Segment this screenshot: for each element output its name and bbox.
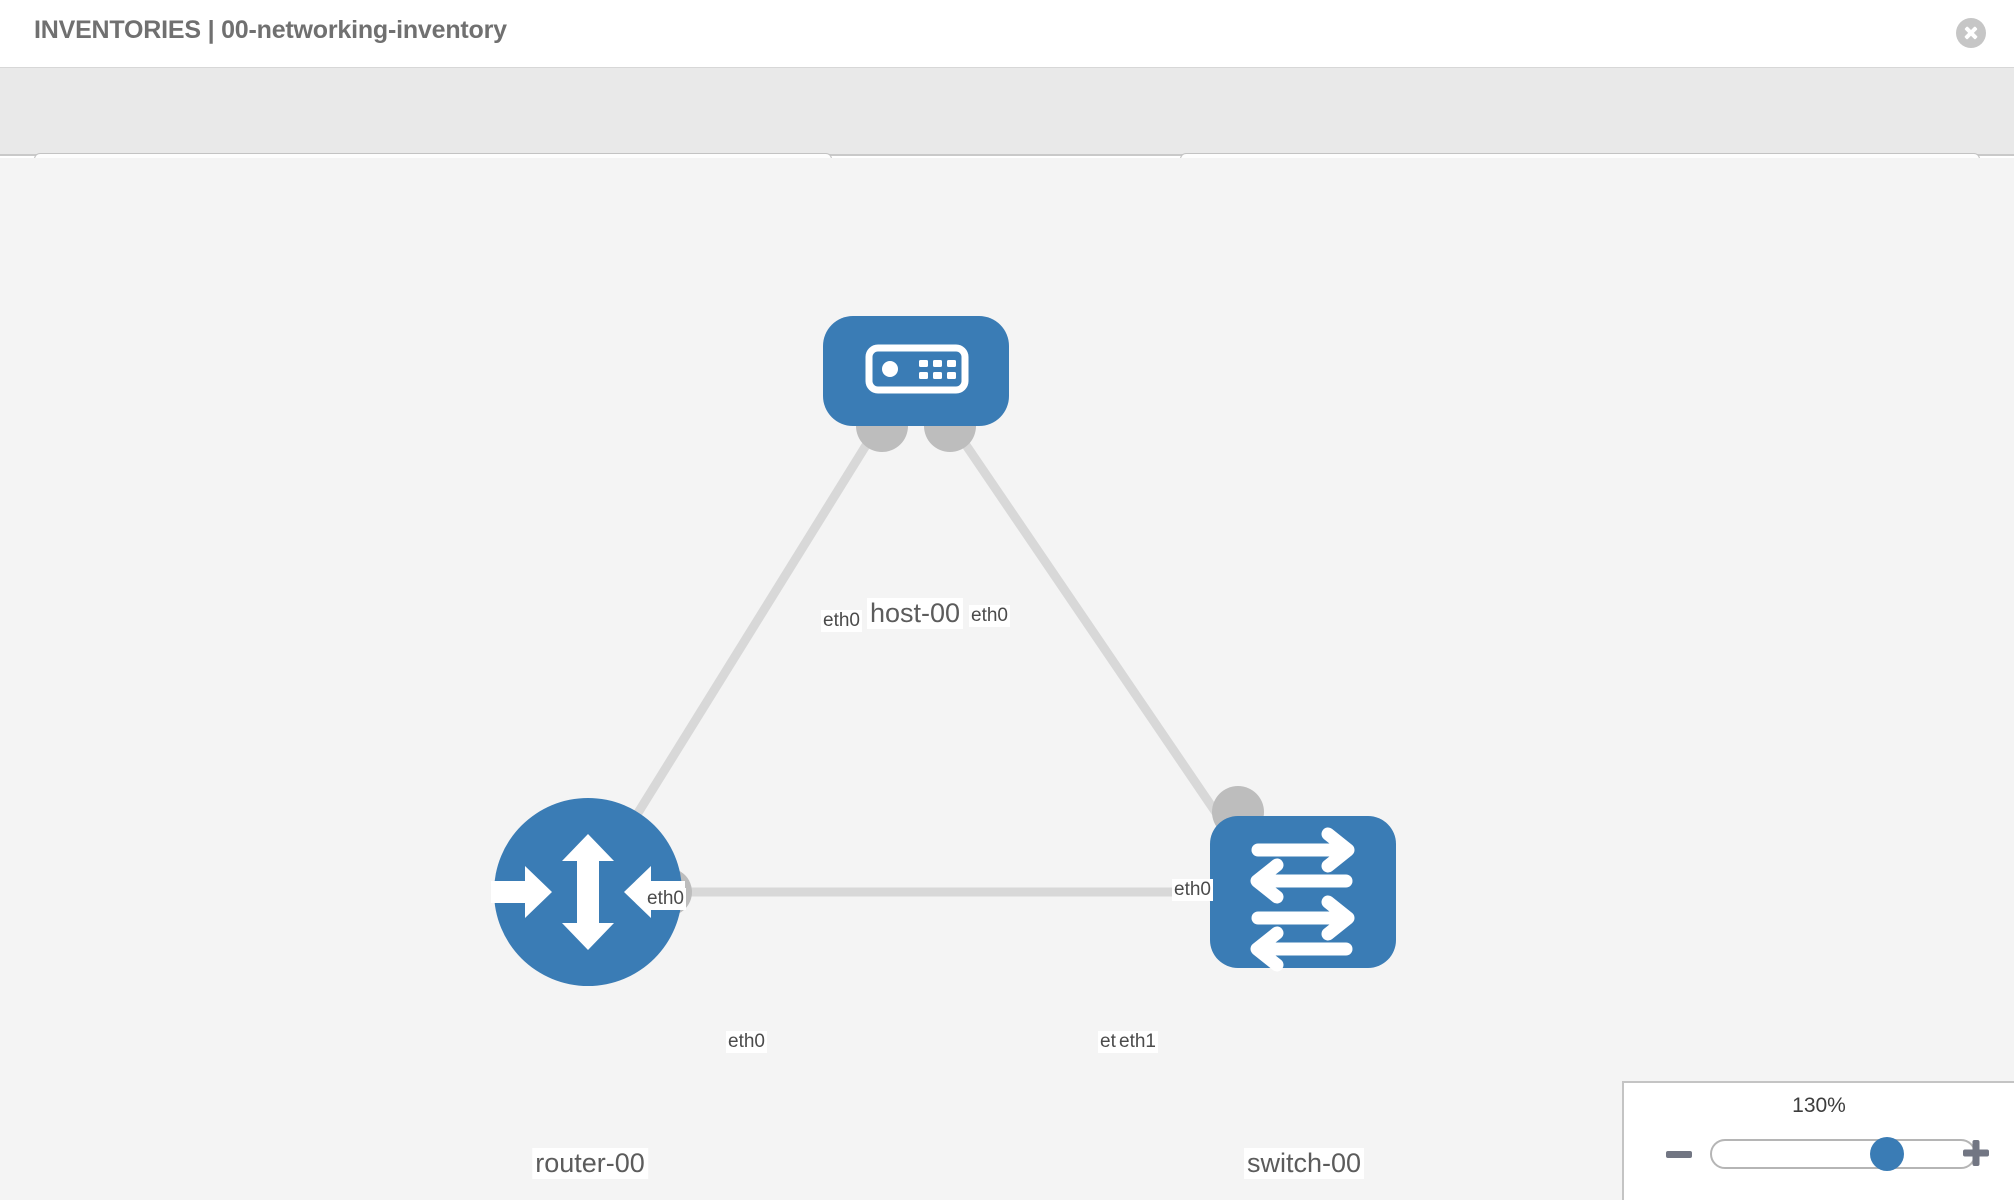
edge-label: eth0 [645,888,686,910]
edge-label: eth0 [821,610,862,632]
topology-canvas[interactable]: host-00 router-00 switch-00 eth0 eth0 et… [0,158,2014,1200]
zoom-control-panel: 130% [1622,1081,2014,1200]
node-label-switch-00: switch-00 [1243,1148,1365,1179]
edge-label: eth0 [969,605,1010,627]
page-title: INVENTORIES | 00-networking-inventory [34,16,507,44]
node-label-host-00: host-00 [866,598,964,629]
topology-graph [491,316,1396,986]
node-switch-00 [1210,816,1396,972]
link-host-router [606,423,882,861]
topology-links [606,423,1244,897]
node-label-router-00: router-00 [532,1148,648,1179]
toolbar: ACTIONS SEARCH [0,68,2014,208]
minus-icon[interactable] [1666,1151,1692,1158]
node-router-00 [491,798,685,986]
switch-arrows-icon [1250,827,1355,972]
zoom-slider-thumb[interactable] [1870,1137,1904,1171]
zoom-percent-label: 130% [1792,1094,1846,1117]
edge-label: etl [1098,1031,1123,1053]
edge-label: eth1 [1117,1031,1158,1053]
zoom-slider[interactable] [1710,1137,1976,1171]
server-icon [865,344,969,394]
close-icon[interactable] [1956,18,1986,48]
edge-label: eth0 [726,1031,767,1053]
edge-label: eth0 [1172,879,1213,901]
plus-icon[interactable] [1960,1137,1992,1169]
link-host-switch [949,423,1244,851]
node-host-00 [823,316,1009,426]
page-header: INVENTORIES | 00-networking-inventory [0,0,2014,68]
